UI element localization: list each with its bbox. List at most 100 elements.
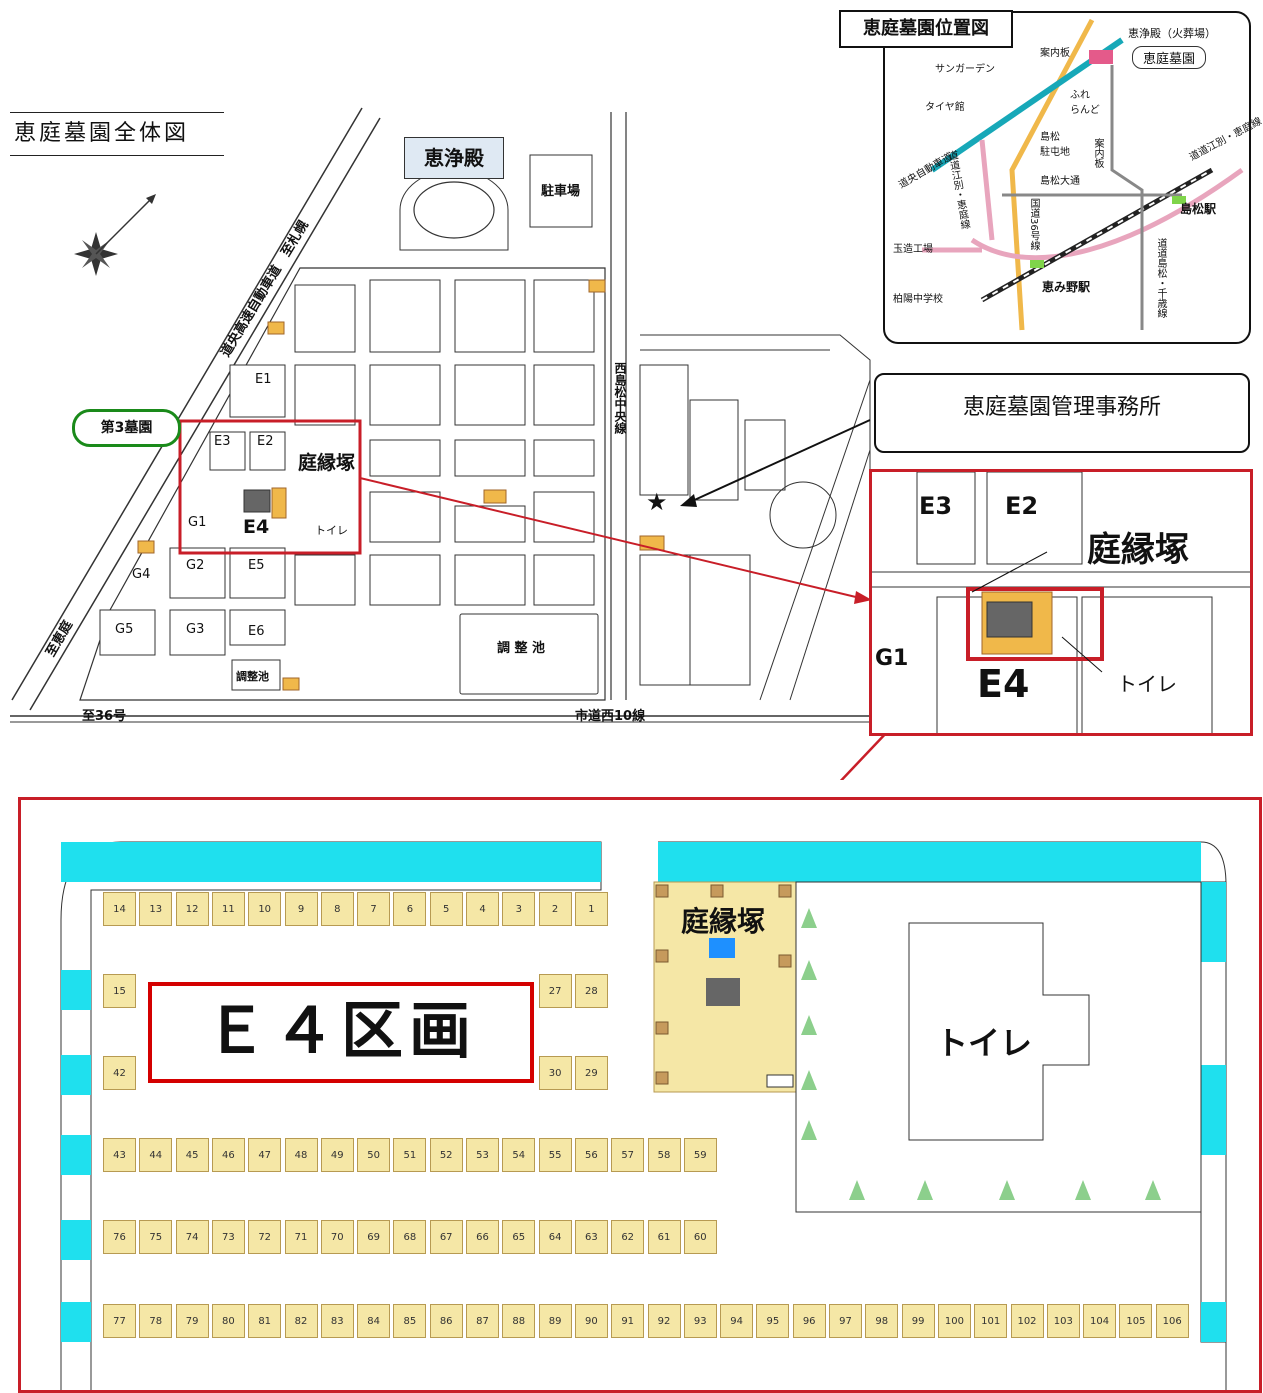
- lot-62: 62: [611, 1220, 645, 1254]
- loc-tiremart: タイヤ館: [925, 102, 965, 113]
- lot-9: 9: [284, 892, 318, 926]
- lot-93: 93: [683, 1304, 717, 1338]
- toilet-label: トイレ: [315, 524, 348, 537]
- lot-42: 42: [103, 1056, 136, 1090]
- block-g3: G3: [186, 622, 205, 637]
- inset-niwaenzuka: 庭縁塚: [1087, 530, 1189, 570]
- overview-title: 恵庭墓園全体図: [10, 112, 224, 156]
- lot-92: 92: [647, 1304, 681, 1338]
- lot-1: 1: [574, 892, 608, 926]
- location-map: [883, 11, 1251, 344]
- lot-48: 48: [284, 1138, 318, 1172]
- lot-67: 67: [429, 1220, 463, 1254]
- lot-12: 12: [175, 892, 209, 926]
- lot-97: 97: [829, 1304, 862, 1338]
- block-g2: G2: [186, 558, 205, 573]
- lot-90: 90: [574, 1304, 608, 1338]
- lot-88: 88: [502, 1304, 536, 1338]
- lot-74: 74: [175, 1220, 209, 1254]
- lot-77: 77: [103, 1304, 136, 1338]
- lot-59: 59: [683, 1138, 717, 1172]
- loc-sungarden: サンガーデン: [935, 64, 995, 75]
- lot-96: 96: [792, 1304, 826, 1338]
- lot-106: 106: [1155, 1304, 1189, 1338]
- location-map-title: 恵庭墓園位置図: [839, 10, 1013, 48]
- lot-49: 49: [320, 1138, 354, 1172]
- lot-76: 76: [103, 1220, 136, 1254]
- plan-toilet: トイレ: [936, 1024, 1033, 1062]
- lot-28: 28: [574, 974, 608, 1008]
- niwaenzuka-label: 庭縁塚: [298, 452, 356, 474]
- lot-100: 100: [937, 1304, 971, 1338]
- lot-83: 83: [320, 1304, 354, 1338]
- lot-105: 105: [1119, 1304, 1153, 1338]
- loc-cemetery: 恵庭墓園: [1132, 46, 1207, 69]
- lot-45: 45: [175, 1138, 209, 1172]
- block-g1: G1: [188, 515, 207, 530]
- lot-81: 81: [248, 1304, 282, 1338]
- lot-60: 60: [683, 1220, 717, 1254]
- block-e4: E4: [243, 516, 270, 538]
- lot-52: 52: [429, 1138, 463, 1172]
- lot-44: 44: [139, 1138, 173, 1172]
- lot-55: 55: [538, 1138, 572, 1172]
- lot-50: 50: [357, 1138, 391, 1172]
- third-cemetery-label: 第3墓園: [72, 409, 181, 447]
- plan-niwaenzuka: 庭縁塚: [681, 905, 766, 938]
- lot-61: 61: [647, 1220, 681, 1254]
- loc-dodo-chitose: 道道島松・千歳線: [1155, 238, 1166, 318]
- lot-78: 78: [139, 1304, 173, 1338]
- loc-fureai: ふれ らんど: [1070, 90, 1100, 116]
- block-e6: E6: [248, 624, 265, 639]
- pond2-label: 調整池: [236, 670, 269, 683]
- pond1-label: 調 整 池: [497, 641, 546, 656]
- lot-69: 69: [357, 1220, 391, 1254]
- lot-7: 7: [357, 892, 391, 926]
- lot-86: 86: [429, 1304, 463, 1338]
- block-e3: E3: [214, 434, 231, 449]
- lot-73: 73: [211, 1220, 245, 1254]
- lot-87: 87: [466, 1304, 499, 1338]
- lot-51: 51: [393, 1138, 427, 1172]
- lot-72: 72: [248, 1220, 282, 1254]
- lot-84: 84: [357, 1304, 391, 1338]
- lot-91: 91: [611, 1304, 645, 1338]
- block-e1: E1: [255, 372, 272, 387]
- lot-102: 102: [1010, 1304, 1044, 1338]
- inset-e3: E3: [919, 492, 953, 520]
- block-e2: E2: [257, 434, 274, 449]
- lot-3: 3: [502, 892, 536, 926]
- lot-101: 101: [974, 1304, 1008, 1338]
- lot-99: 99: [901, 1304, 935, 1338]
- inset-g1: G1: [875, 646, 909, 671]
- e4-banner: Ｅ４区画: [148, 982, 534, 1083]
- loc-guide2: 案内板: [1092, 138, 1103, 168]
- lot-104: 104: [1083, 1304, 1117, 1338]
- lot-95: 95: [756, 1304, 790, 1338]
- loc-keijoden: 恵浄殿（火葬場）: [1128, 27, 1216, 40]
- loc-hakuyo: 柏陽中学校: [893, 294, 943, 305]
- lot-30: 30: [538, 1056, 572, 1090]
- lot-98: 98: [865, 1304, 899, 1338]
- inset-e2: E2: [1005, 492, 1039, 520]
- lot-10: 10: [248, 892, 282, 926]
- lot-46: 46: [211, 1138, 245, 1172]
- lot-68: 68: [393, 1220, 427, 1254]
- lot-11: 11: [211, 892, 245, 926]
- block-g4: G4: [132, 567, 151, 582]
- lot-80: 80: [211, 1304, 245, 1338]
- loc-shimamatsu-ps: 島松 駐屯地: [1040, 132, 1070, 158]
- lot-27: 27: [538, 974, 572, 1008]
- inset-toilet: トイレ: [1117, 672, 1177, 696]
- parking-label: 駐車場: [541, 184, 581, 199]
- lot-2: 2: [538, 892, 572, 926]
- lot-43: 43: [103, 1138, 136, 1172]
- loc-megumino-station: 恵み野駅: [1042, 280, 1091, 294]
- lot-6: 6: [393, 892, 427, 926]
- inset-e4: E4: [977, 662, 1030, 706]
- lot-15: 15: [103, 974, 136, 1008]
- lot-4: 4: [466, 892, 499, 926]
- lot-70: 70: [320, 1220, 354, 1254]
- loc-shimamatsu-ave: 島松大通: [1040, 176, 1080, 187]
